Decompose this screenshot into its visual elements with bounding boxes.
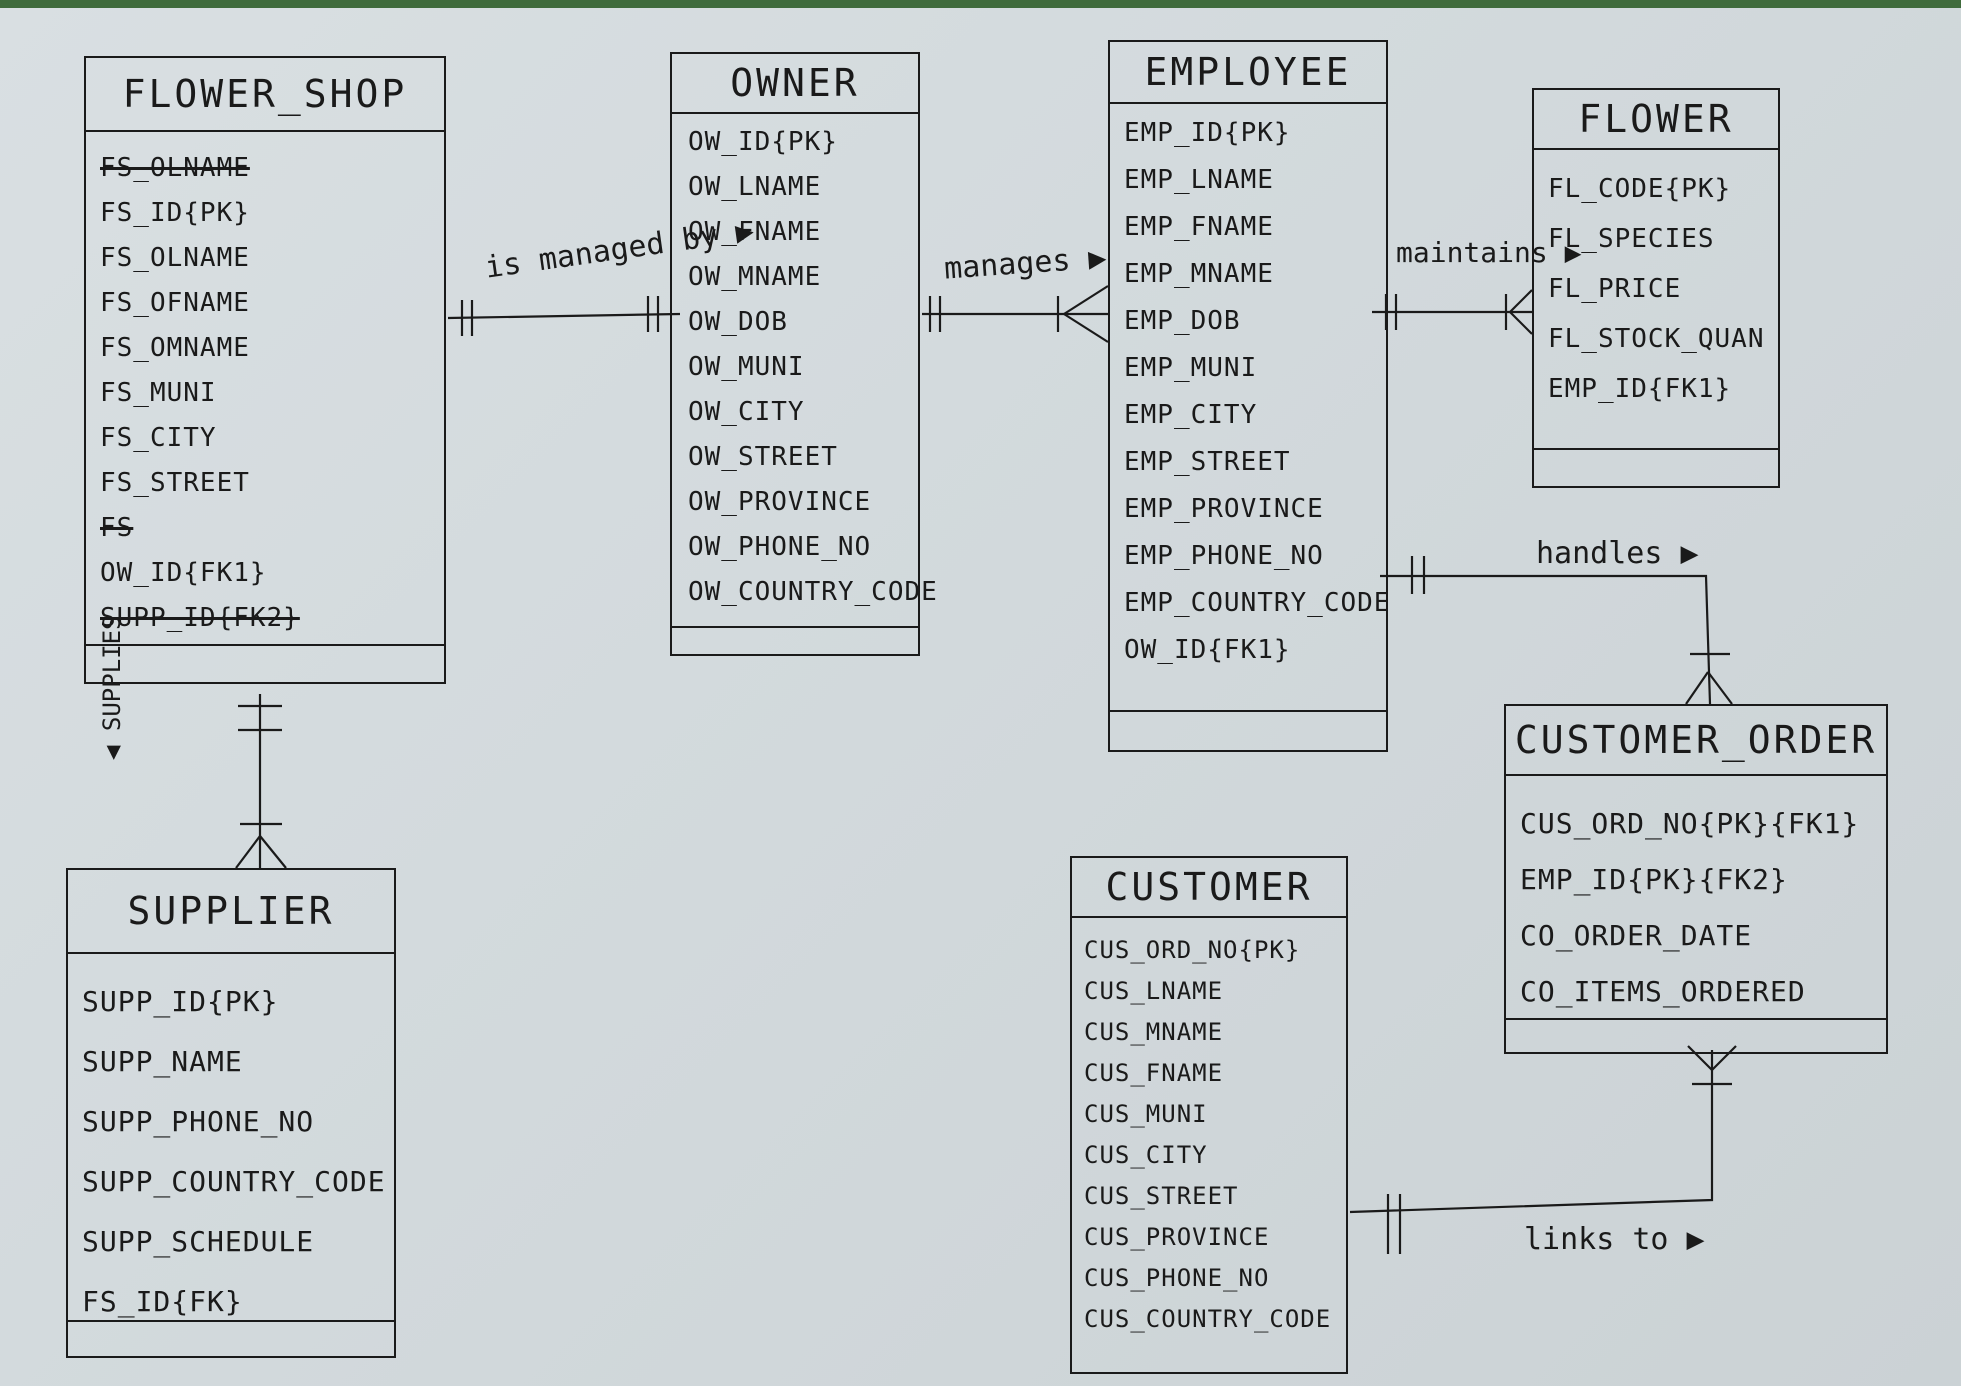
attribute-row: FS_OLNAME: [100, 243, 250, 273]
entity-customer: CUSTOMER CUS_ORD_NO{PK} CUS_LNAME CUS_MNAM…: [1070, 856, 1348, 1374]
entity-title: EMPLOYEE: [1108, 40, 1388, 104]
attribute-row: FS: [100, 513, 134, 543]
attribute-row: OW_PROVINCE: [688, 487, 872, 517]
attribute-row: EMP_FNAME: [1124, 212, 1274, 242]
attribute-row: EMP_MNAME: [1124, 259, 1274, 289]
attribute-row: FS_ID{FK}: [82, 1285, 243, 1318]
entity-title: FLOWER: [1532, 88, 1780, 150]
attribute-row: OW_MNAME: [688, 262, 822, 292]
entity-footer: [1108, 710, 1388, 752]
attribute-list: CUS_ORD_NO{PK}{FK1} EMP_ID{PK}{FK2} CO_ORD…: [1504, 774, 1888, 1020]
attribute-row: FL_PRICE: [1548, 274, 1682, 304]
attribute-row: CUS_ORD_NO{PK}: [1084, 936, 1301, 964]
attribute-row: CUS_LNAME: [1084, 977, 1224, 1005]
rel-label-handles: handles ▶: [1536, 536, 1699, 571]
attribute-row: OW_STREET: [688, 442, 838, 472]
entity-title: CUSTOMER_ORDER: [1504, 704, 1888, 776]
attribute-row: SUPP_COUNTRY_CODE: [82, 1165, 386, 1198]
attribute-list: FL_CODE{PK} FL_SPECIES FL_PRICE FL_STOCK_QU…: [1532, 148, 1780, 450]
attribute-row: OW_FNAME: [688, 217, 822, 247]
attribute-row: CUS_MUNI: [1084, 1100, 1208, 1128]
attribute-row: EMP_ID{FK1}: [1548, 374, 1732, 404]
attribute-row: EMP_ID{PK}: [1124, 118, 1291, 148]
attribute-row: CO_ITEMS_ORDERED: [1520, 975, 1806, 1008]
attribute-row: FS_ID{PK}: [100, 198, 250, 228]
attribute-row: EMP_DOB: [1124, 306, 1241, 336]
attribute-row: CUS_MNAME: [1084, 1018, 1224, 1046]
entity-title: OWNER: [670, 52, 920, 114]
rel-line-customer-customerorder: [1349, 1050, 1714, 1214]
attribute-row: SUPP_SCHEDULE: [82, 1225, 315, 1258]
rel-label-links-to: links to ▶: [1524, 1222, 1705, 1257]
attribute-row: SUPP_NAME: [82, 1045, 243, 1078]
attribute-row: EMP_CITY: [1124, 400, 1258, 430]
attribute-row: OW_ID{FK1}: [1124, 635, 1291, 665]
attribute-row: CUS_COUNTRY_CODE: [1084, 1305, 1332, 1333]
entity-title: CUSTOMER: [1070, 856, 1348, 918]
attribute-row: CUS_CITY: [1084, 1141, 1208, 1169]
entity-supplier: SUPPLIER SUPP_ID{PK} SUPP_NAME SUPP_PHONE_…: [66, 868, 396, 1358]
attribute-row: OW_CITY: [688, 397, 805, 427]
attribute-row: FS_CITY: [100, 423, 217, 453]
attribute-row: FS_OMNAME: [100, 333, 250, 363]
entity-title: FLOWER_SHOP: [84, 56, 446, 132]
attribute-row: CO_ORDER_DATE: [1520, 919, 1753, 952]
rel-line-employee-customerorder: [1380, 574, 1712, 705]
attribute-row: OW_LNAME: [688, 172, 822, 202]
entity-customer-order: CUSTOMER_ORDER CUS_ORD_NO{PK}{FK1} EMP_ID…: [1504, 704, 1888, 1054]
entity-title: SUPPLIER: [66, 868, 396, 954]
attribute-row: OW_ID{PK}: [688, 127, 838, 157]
attribute-row: EMP_PROVINCE: [1124, 494, 1324, 524]
attribute-row: SUPP_ID{FK2}: [100, 603, 300, 633]
attribute-row: EMP_MUNI: [1124, 353, 1258, 383]
attribute-row: SUPP_ID{PK}: [82, 985, 279, 1018]
attribute-row: EMP_COUNTRY_CODE: [1124, 588, 1391, 618]
attribute-list: SUPP_ID{PK} SUPP_NAME SUPP_PHONE_NO SUPP_CO…: [66, 952, 396, 1322]
attribute-row: FS_OLNAME: [100, 153, 250, 183]
attribute-row: OW_ID{FK1}: [100, 558, 267, 588]
attribute-row: OW_DOB: [688, 307, 788, 337]
rel-line-flowershop-owner: [447, 312, 681, 320]
attribute-row: FL_STOCK_QUAN: [1548, 324, 1765, 354]
attribute-row: CUS_STREET: [1084, 1182, 1239, 1210]
entity-flower: FLOWER FL_CODE{PK} FL_SPECIES FL_PRICE FL_S…: [1532, 88, 1780, 488]
attribute-list: FS_OLNAME FS_ID{PK} FS_OLNAME FS_OFNAME FS_O…: [84, 130, 446, 646]
attribute-row: CUS_FNAME: [1084, 1059, 1224, 1087]
attribute-list: EMP_ID{PK} EMP_LNAME EMP_FNAME EMP_MNAME EMP…: [1108, 102, 1391, 712]
attribute-row: OW_PHONE_NO: [688, 532, 872, 562]
attribute-row: EMP_STREET: [1124, 447, 1291, 477]
attribute-row: FL_SPECIES: [1548, 224, 1715, 254]
rel-label-maintains: maintains ▶: [1396, 236, 1582, 269]
attribute-row: EMP_PHONE_NO: [1124, 541, 1324, 571]
table-edge: [0, 0, 1961, 8]
attribute-list: CUS_ORD_NO{PK} CUS_LNAME CUS_MNAME CUS_FNAM…: [1070, 916, 1348, 1374]
attribute-row: FL_CODE{PK}: [1548, 174, 1732, 204]
attribute-row: EMP_LNAME: [1124, 165, 1274, 195]
attribute-row: CUS_PHONE_NO: [1084, 1264, 1270, 1292]
entity-footer: [670, 626, 920, 656]
attribute-row: OW_MUNI: [688, 352, 805, 382]
entity-footer: [84, 644, 446, 684]
attribute-row: FS_STREET: [100, 468, 250, 498]
attribute-list: OW_ID{PK} OW_LNAME OW_FNAME OW_MNAME OW_DOB O…: [670, 112, 938, 628]
attribute-row: FS_MUNI: [100, 378, 217, 408]
attribute-row: SUPP_PHONE_NO: [82, 1105, 315, 1138]
attribute-row: CUS_PROVINCE: [1084, 1223, 1270, 1251]
entity-footer: [1504, 1018, 1888, 1054]
entity-footer: [1532, 448, 1780, 488]
attribute-row: OW_COUNTRY_CODE: [688, 577, 938, 607]
entity-footer: [66, 1320, 396, 1358]
attribute-row: CUS_ORD_NO{PK}{FK1}: [1520, 807, 1860, 840]
attribute-row: EMP_ID{PK}{FK2}: [1520, 863, 1788, 896]
attribute-row: FS_OFNAME: [100, 288, 250, 318]
